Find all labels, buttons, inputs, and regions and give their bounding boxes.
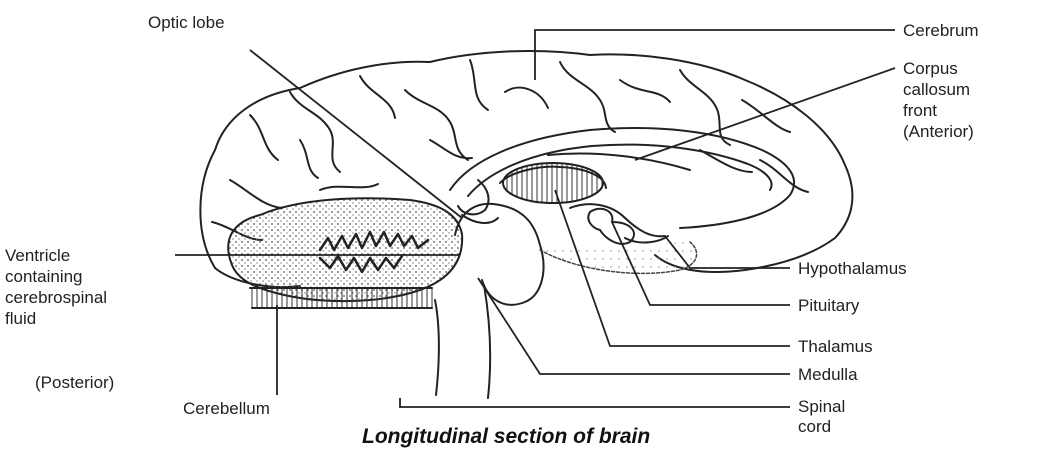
corpus-callosum bbox=[450, 128, 794, 228]
label-spinal-cord-line2: cord bbox=[798, 416, 831, 437]
cerebellum bbox=[228, 198, 462, 301]
label-anterior: (Anterior) bbox=[903, 121, 974, 142]
label-optic-lobe: Optic lobe bbox=[148, 12, 225, 33]
label-ventricle-line2: containing bbox=[5, 266, 83, 287]
label-pituitary: Pituitary bbox=[798, 295, 859, 316]
label-posterior: (Posterior) bbox=[35, 372, 114, 393]
label-cerebellum: Cerebellum bbox=[183, 398, 270, 419]
label-cerebrum: Cerebrum bbox=[903, 20, 979, 41]
diagram-caption: Longitudinal section of brain bbox=[362, 425, 650, 449]
label-ventricle-line4: fluid bbox=[5, 308, 36, 329]
label-ventricle-line3: cerebrospinal bbox=[5, 287, 107, 308]
spinal-cord bbox=[435, 300, 439, 395]
label-hypothalamus: Hypothalamus bbox=[798, 258, 907, 279]
label-corpus-callosum-line1: Corpus bbox=[903, 58, 958, 79]
label-spinal-cord-line1: Spinal bbox=[798, 396, 845, 417]
label-medulla: Medulla bbox=[798, 364, 858, 385]
thalamus bbox=[503, 163, 603, 203]
label-thalamus: Thalamus bbox=[798, 336, 873, 357]
label-corpus-callosum-line2: callosum bbox=[903, 79, 970, 100]
label-front: front bbox=[903, 100, 937, 121]
label-ventricle-line1: Ventricle bbox=[5, 245, 70, 266]
